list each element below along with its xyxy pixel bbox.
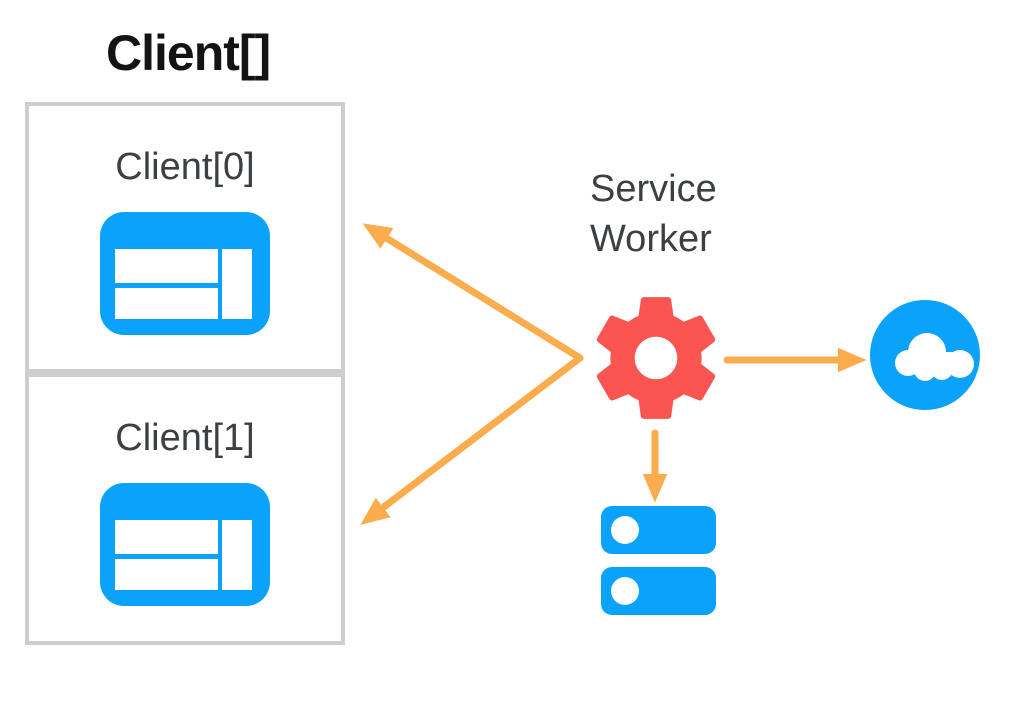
client-0-label: Client[0] — [115, 146, 255, 188]
storage-icon — [601, 506, 716, 615]
service-worker-label: Service Worker — [590, 168, 717, 261]
arrow-service-worker-to-client-1 — [360, 354, 584, 525]
cloud-icon — [870, 300, 980, 410]
clients-array-title: Client[] — [106, 25, 271, 81]
client-1-label: Client[1] — [115, 417, 255, 459]
browser-window-icon — [100, 483, 270, 606]
gear-icon — [596, 297, 716, 419]
client-box-0: Client[0] — [25, 102, 345, 373]
arrow-service-worker-to-client-0 — [362, 223, 584, 362]
browser-window-icon — [100, 212, 270, 335]
client-stack: Client[0] Client[1] — [25, 102, 345, 645]
client-box-1: Client[1] — [25, 373, 345, 645]
